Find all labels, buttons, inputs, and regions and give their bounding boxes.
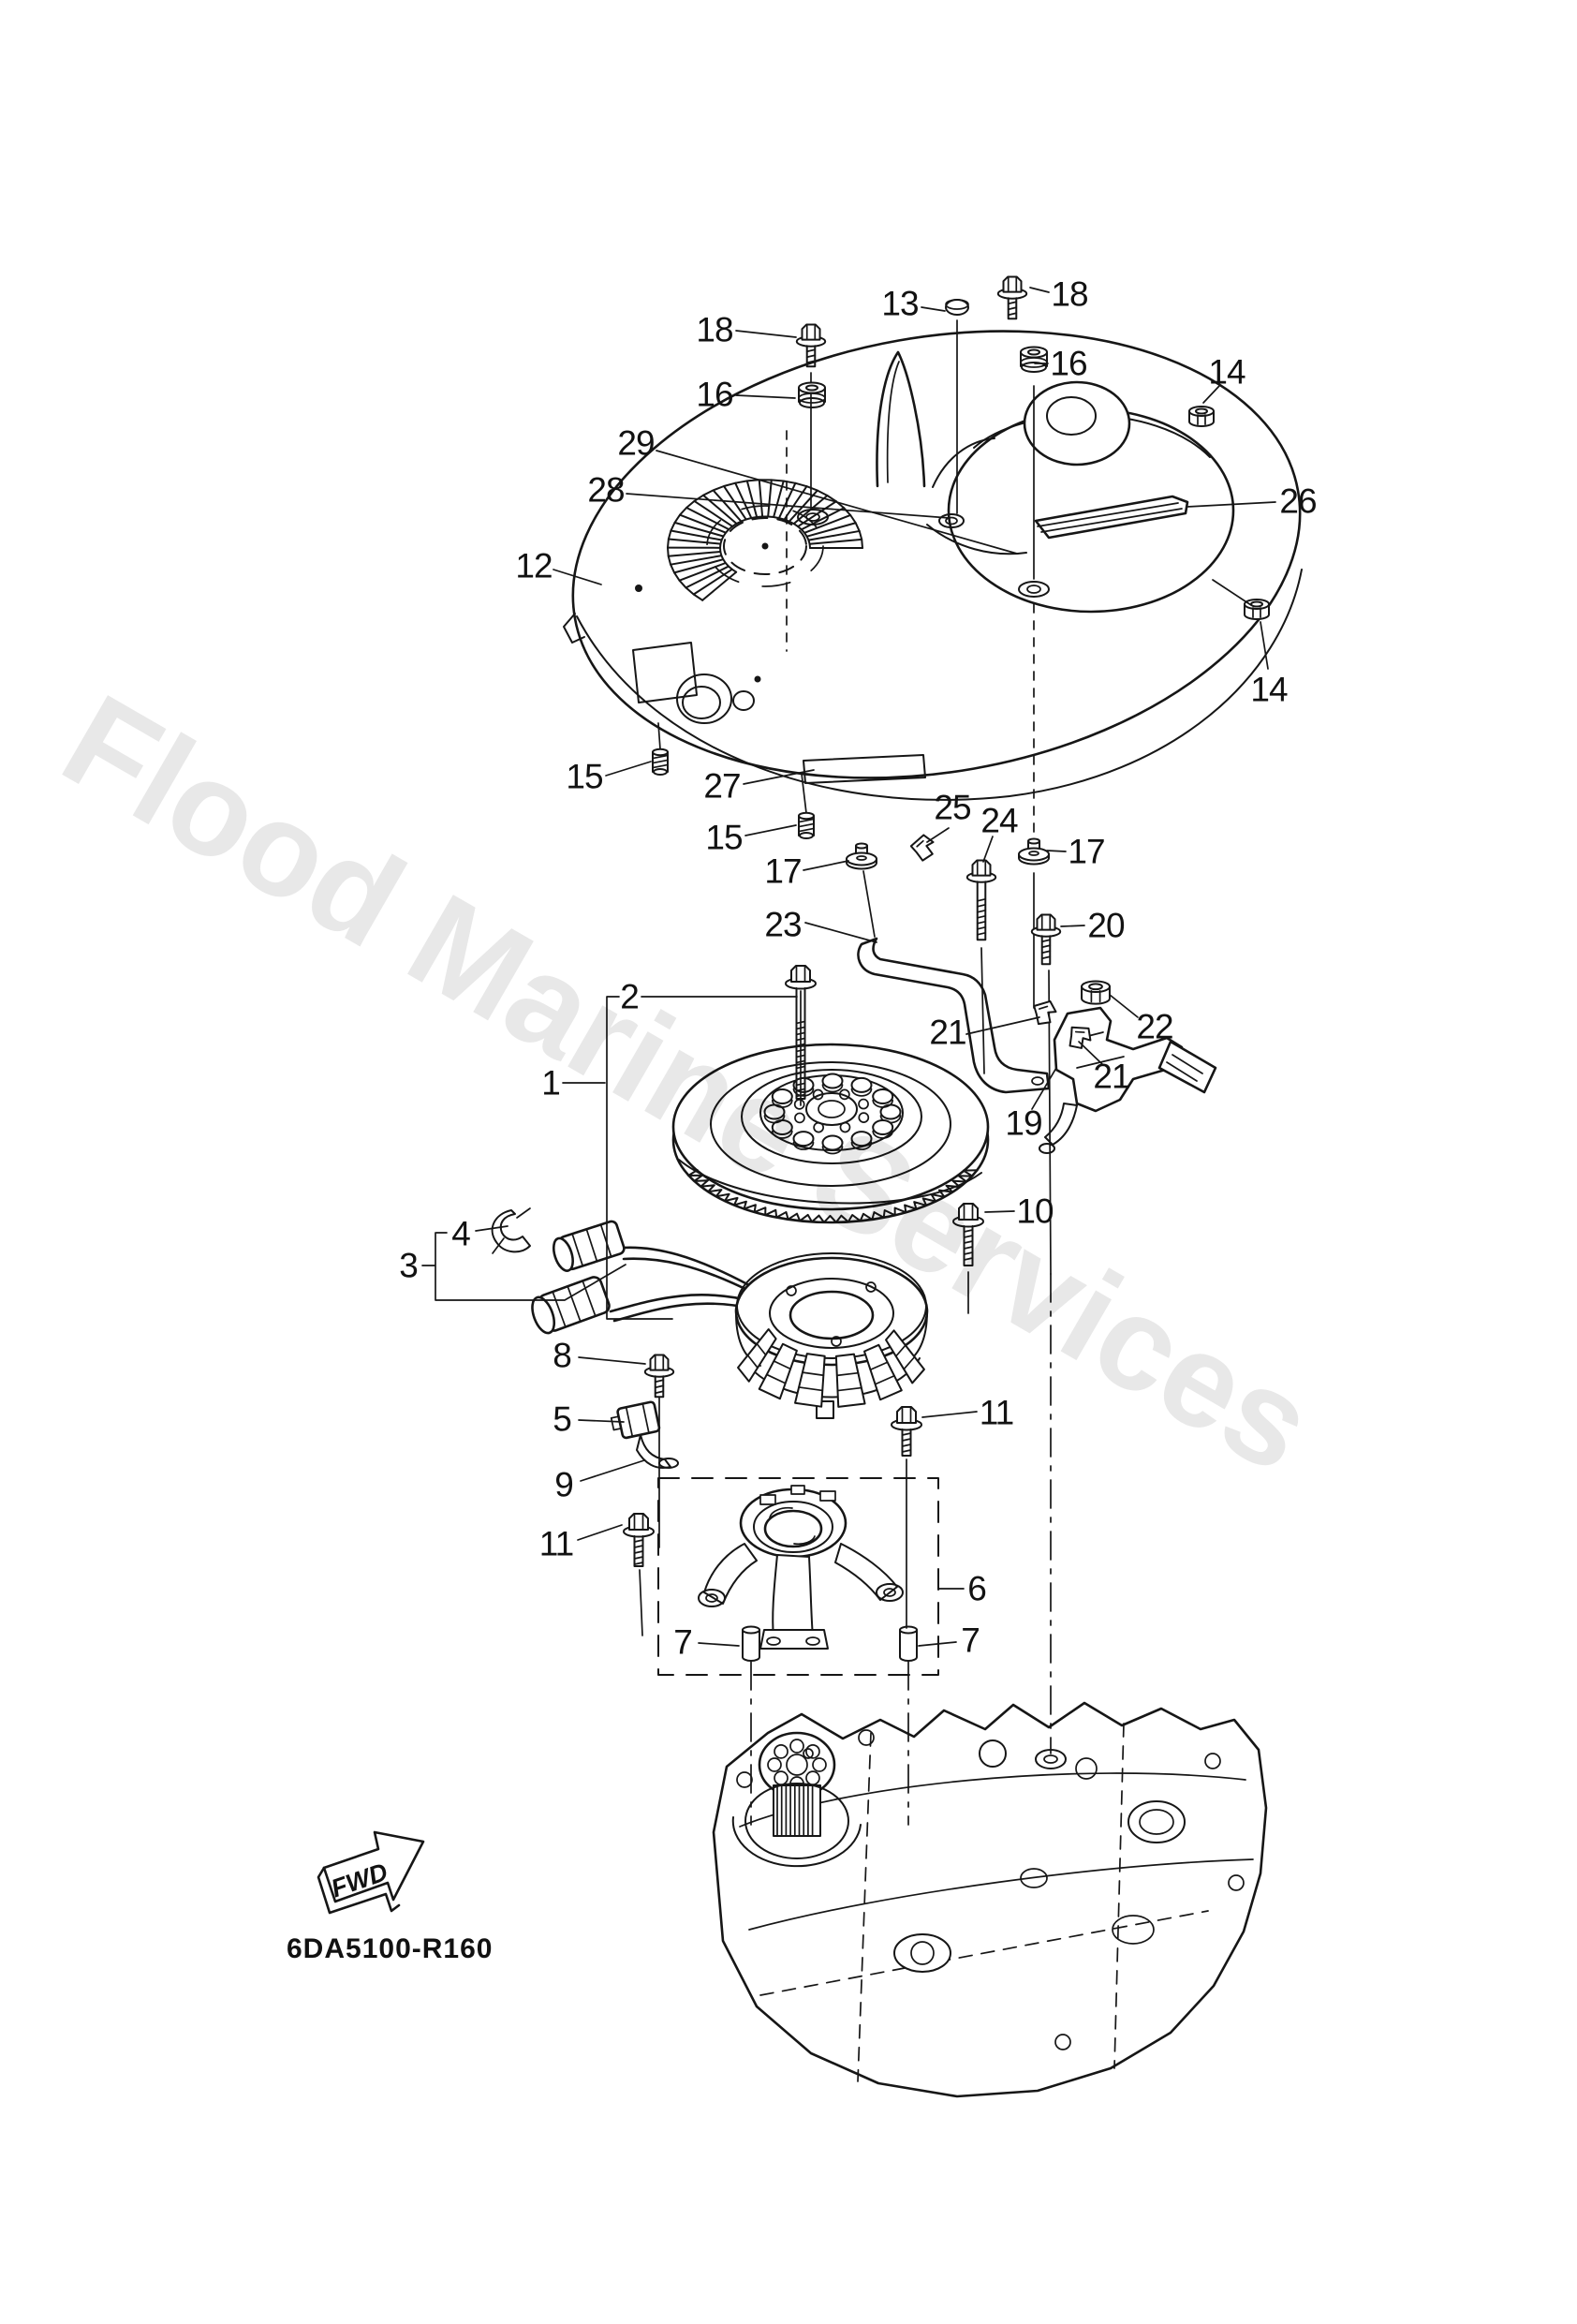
- grommet-16-left: [798, 381, 826, 408]
- callout-1: 1: [541, 1064, 560, 1103]
- bolt-8: [643, 1354, 675, 1399]
- fwd-arrow: FWD: [317, 1830, 425, 1915]
- callout-21: 21: [1093, 1058, 1129, 1096]
- callout-11: 11: [980, 1394, 1013, 1432]
- callout-11: 11: [539, 1525, 573, 1563]
- screw-15-b: [798, 811, 815, 839]
- callout-18: 18: [1051, 275, 1087, 314]
- callout-3: 3: [399, 1247, 418, 1285]
- callout-23: 23: [764, 906, 801, 944]
- callout-16: 16: [1050, 345, 1086, 383]
- nut-22: [1081, 980, 1111, 1005]
- stator-coil-assembly: [734, 1252, 929, 1419]
- dowel-pin-7-right: [899, 1625, 918, 1662]
- group-3: [435, 1232, 626, 1301]
- callout-26: 26: [1279, 482, 1316, 521]
- magneto-base-6: [698, 1485, 904, 1650]
- crank-spline: [776, 1784, 814, 1837]
- ring-gear-teeth: [687, 1169, 979, 1223]
- callout-5: 5: [553, 1400, 571, 1439]
- nut-14-b: [1244, 599, 1270, 620]
- callout-15: 15: [705, 819, 743, 857]
- flywheel-cover: [563, 330, 1303, 801]
- callout-25: 25: [934, 789, 971, 827]
- bushing-17-a: [846, 842, 877, 870]
- bolt-18-left: [795, 323, 827, 368]
- callout-4: 4: [451, 1215, 470, 1253]
- flywheel-magnet-bosses: [763, 1073, 902, 1155]
- callout-10: 10: [1016, 1192, 1054, 1231]
- nut-14-a: [1188, 406, 1215, 427]
- callout-16: 16: [696, 376, 732, 414]
- grommet-16-right: [1020, 346, 1048, 373]
- clip-21-a: [1033, 999, 1057, 1026]
- callout-29: 29: [617, 424, 654, 463]
- screw-15-a: [652, 748, 669, 776]
- callout-19: 19: [1005, 1104, 1041, 1143]
- bushing-17-b: [1018, 837, 1050, 866]
- callout-17: 17: [764, 852, 801, 891]
- bolt-20: [1030, 913, 1062, 966]
- connector-b: [531, 1276, 611, 1335]
- flywheel-rotor: [671, 1043, 990, 1224]
- assembly-axis-lines: [639, 319, 1052, 1826]
- bolt-10: [952, 1203, 984, 1266]
- callout-7: 7: [961, 1621, 980, 1660]
- connector-a: [552, 1220, 626, 1272]
- watermark: Flood Marine Services: [40, 666, 1337, 1501]
- callout-14: 14: [1208, 353, 1245, 392]
- plug-13: [945, 299, 969, 316]
- callout-9: 9: [554, 1466, 573, 1504]
- bolt-11-right: [891, 1406, 922, 1457]
- dashed-group-box-6: [657, 1477, 939, 1676]
- callout-8: 8: [553, 1337, 571, 1375]
- bolt-11-left: [623, 1513, 655, 1567]
- callout-18: 18: [696, 311, 732, 349]
- callout-7: 7: [673, 1623, 692, 1662]
- callout-6: 6: [967, 1570, 986, 1608]
- callout-24: 24: [980, 802, 1018, 840]
- callout-15: 15: [566, 758, 603, 796]
- pulser-sensor-5: [610, 1400, 661, 1440]
- stator-coil-segments: [737, 1328, 925, 1408]
- fasteners: [623, 275, 1270, 1662]
- callout-2: 2: [620, 978, 639, 1016]
- diagram-code: 6DA5100-R160: [287, 1933, 493, 1964]
- callout-17: 17: [1068, 833, 1104, 871]
- bolt-2: [785, 965, 817, 1100]
- callout-27: 27: [703, 767, 740, 806]
- callout-20: 20: [1087, 907, 1125, 945]
- dowel-pin-7-left: [742, 1625, 760, 1662]
- clip-21-b: [1069, 1026, 1092, 1049]
- vent-fan-slots: [667, 479, 863, 601]
- callout-28: 28: [587, 471, 624, 510]
- callout-22: 22: [1136, 1008, 1172, 1046]
- callout-12: 12: [515, 547, 552, 585]
- callout-14: 14: [1250, 671, 1288, 709]
- bolt-24: [965, 859, 997, 941]
- group-1-2: [606, 996, 673, 1320]
- wire-harness: [491, 1207, 759, 1335]
- sensor-bracket-9: [636, 1434, 679, 1469]
- callout-13: 13: [881, 285, 918, 323]
- engine-crankcase: [712, 1701, 1268, 2098]
- harness-clamp-4: [491, 1207, 531, 1254]
- callout-21: 21: [929, 1014, 965, 1052]
- bolt-18-right: [996, 275, 1028, 320]
